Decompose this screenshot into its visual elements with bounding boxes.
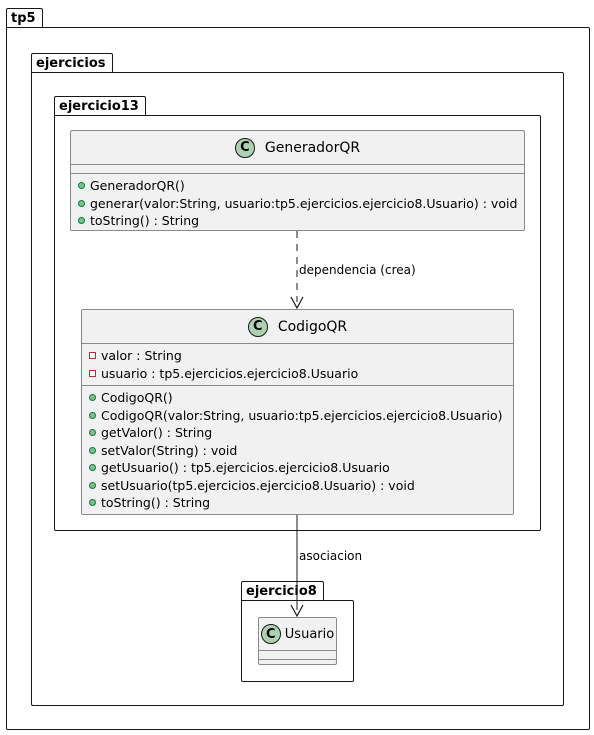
public-visibility-icon (89, 394, 96, 402)
class-name: CodigoQR (277, 318, 348, 335)
member-text: toString() : String (101, 495, 211, 511)
class-name: GeneradorQR (264, 139, 361, 156)
class-generadorqr[interactable]: C GeneradorQR GeneradorQR()generar(valor… (70, 130, 525, 231)
package-ejercicios-label: ejercicios (36, 56, 106, 71)
class-header: C Usuario (259, 618, 336, 650)
member-text: toString() : String (90, 213, 200, 229)
public-visibility-icon (89, 411, 96, 419)
association-arrowhead (290, 604, 304, 618)
class-name: Usuario (284, 626, 335, 642)
public-visibility-icon (89, 481, 96, 489)
member-text: usuario : tp5.ejercicios.ejercicio8.Usua… (101, 365, 359, 381)
public-visibility-icon (78, 182, 85, 190)
dependency-label: dependencia (crea) (299, 263, 416, 277)
class-icon: C (234, 137, 255, 158)
public-visibility-icon (78, 217, 85, 225)
package-ejercicios (31, 72, 564, 706)
member-text: getUsuario() : tp5.ejercicios.ejercicio8… (101, 460, 390, 476)
class-member: getValor() : String (89, 424, 513, 442)
package-ejercicio13-label: ejercicio13 (59, 99, 139, 114)
member-text: valor : String (101, 348, 182, 364)
class-member: GeneradorQR() (78, 177, 524, 195)
private-visibility-icon (89, 352, 96, 360)
package-ejercicio13-tab: ejercicio13 (54, 96, 146, 116)
class-icon: C (247, 316, 268, 337)
package-ejercicios-tab: ejercicios (31, 53, 113, 73)
package-tp5 (6, 27, 590, 730)
methods-compartment: CodigoQR()CodigoQR(valor:String, usuario… (82, 385, 513, 515)
class-member: getUsuario() : tp5.ejercicios.ejercicio8… (89, 459, 513, 477)
public-visibility-icon (89, 446, 96, 454)
class-member: toString() : String (89, 494, 513, 512)
class-member: toString() : String (78, 212, 524, 230)
class-member: CodigoQR(valor:String, usuario:tp5.ejerc… (89, 407, 513, 425)
class-member: CodigoQR() (89, 389, 513, 407)
class-member: generar(valor:String, usuario:tp5.ejerci… (78, 195, 524, 213)
public-visibility-icon (78, 199, 85, 207)
package-tp5-tab: tp5 (6, 8, 43, 28)
methods-compartment (259, 659, 336, 667)
class-member: setUsuario(tp5.ejercicios.ejercicio8.Usu… (89, 477, 513, 495)
member-text: CodigoQR(valor:String, usuario:tp5.ejerc… (101, 407, 503, 423)
private-visibility-icon (89, 369, 96, 377)
attributes-compartment (71, 164, 524, 173)
package-ejercicio8-tab: ejercicio8 (241, 581, 324, 601)
class-usuario[interactable]: C Usuario (258, 617, 337, 665)
public-visibility-icon (89, 464, 96, 472)
member-text: CodigoQR() (101, 390, 173, 406)
methods-compartment: GeneradorQR()generar(valor:String, usuar… (71, 173, 524, 233)
class-icon: C (260, 624, 281, 644)
attributes-compartment (259, 650, 336, 659)
public-visibility-icon (89, 429, 96, 437)
public-visibility-icon (89, 499, 96, 507)
class-member: setValor(String) : void (89, 442, 513, 460)
class-header: C CodigoQR (82, 310, 513, 343)
package-tp5-label: tp5 (11, 11, 36, 26)
package-ejercicio8-label: ejercicio8 (246, 584, 317, 599)
member-text: generar(valor:String, usuario:tp5.ejerci… (90, 195, 518, 211)
dependency-arrowhead (290, 296, 304, 310)
class-member: usuario : tp5.ejercicios.ejercicio8.Usua… (89, 365, 513, 383)
member-text: setValor(String) : void (101, 442, 238, 458)
class-header: C GeneradorQR (71, 131, 524, 164)
member-text: GeneradorQR() (90, 178, 185, 194)
class-member: valor : String (89, 347, 513, 365)
member-text: getValor() : String (101, 425, 213, 441)
association-label: asociacion (299, 549, 363, 563)
member-text: setUsuario(tp5.ejercicios.ejercicio8.Usu… (101, 477, 415, 493)
